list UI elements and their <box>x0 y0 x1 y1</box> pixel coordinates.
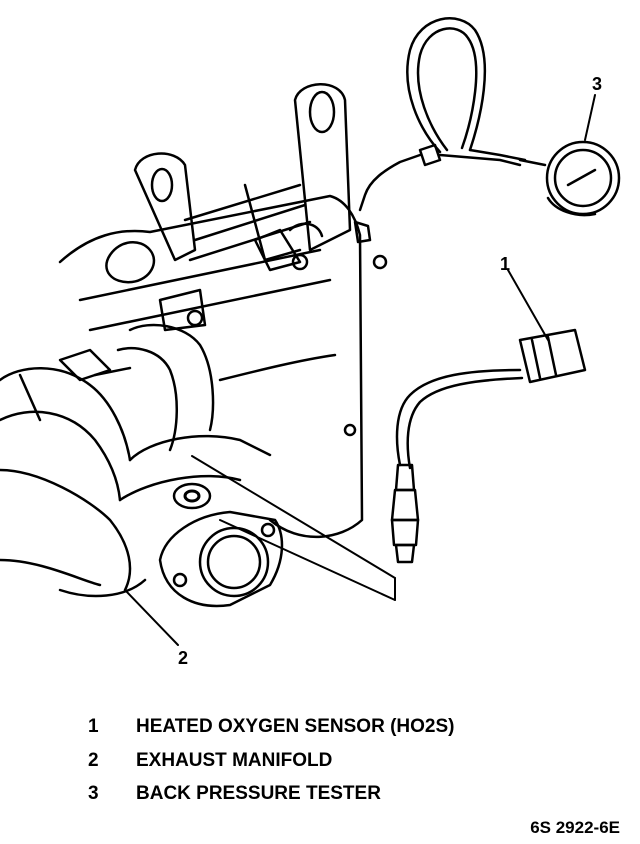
legend-number: 3 <box>88 783 99 804</box>
figure-code: 6S 2922-6E <box>530 818 620 837</box>
legend-number: 1 <box>88 716 99 737</box>
legend-label: EXHAUST MANIFOLD <box>136 750 333 771</box>
exhaust-manifold <box>0 323 284 608</box>
heated-oxygen-sensor <box>390 328 587 564</box>
legend-number: 2 <box>88 750 99 771</box>
callout-2: 2 <box>178 648 189 668</box>
legend-label: BACK PRESSURE TESTER <box>136 783 381 804</box>
mounting-bracket <box>133 83 352 332</box>
legend-label: HEATED OXYGEN SENSOR (HO2S) <box>136 716 455 737</box>
callout-3: 3 <box>592 74 603 94</box>
callout-1: 1 <box>500 254 511 274</box>
exhaust-manifold-diagram <box>0 17 621 646</box>
back-pressure-tester <box>353 17 621 244</box>
engine-block <box>58 194 388 539</box>
leader-lines <box>124 94 596 646</box>
sensor-location-lines <box>191 455 396 601</box>
